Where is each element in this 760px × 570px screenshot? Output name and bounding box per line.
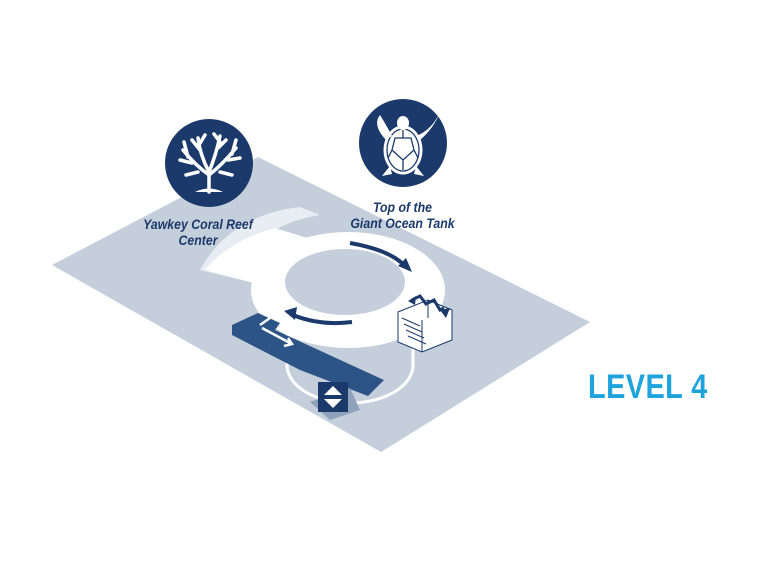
ramp[interactable]: [232, 313, 384, 396]
flow-arrow-right-head: [398, 258, 412, 272]
elevator-icon[interactable]: [318, 382, 348, 412]
flow-arrow-left-head: [284, 307, 297, 320]
label-line: Top of the: [372, 199, 433, 215]
flow-arrow-left: [292, 313, 353, 326]
coral-icon[interactable]: [165, 119, 253, 207]
label-line: Yawkey Coral Reef: [143, 216, 253, 232]
label-line: Center: [178, 232, 218, 248]
ramp-arrow-icon: [259, 316, 295, 348]
label-line: Giant Ocean Tank: [350, 215, 455, 231]
location-label-coral-reef[interactable]: Yawkey Coral Reef Center: [136, 216, 259, 248]
sea-turtle-icon[interactable]: [359, 99, 447, 187]
stairs-icon[interactable]: [397, 294, 453, 353]
location-label-giant-ocean-tank[interactable]: Top of the Giant Ocean Tank: [339, 199, 467, 231]
giant-ocean-tank-top: [285, 249, 405, 315]
level-title: LEVEL 4: [588, 368, 708, 406]
